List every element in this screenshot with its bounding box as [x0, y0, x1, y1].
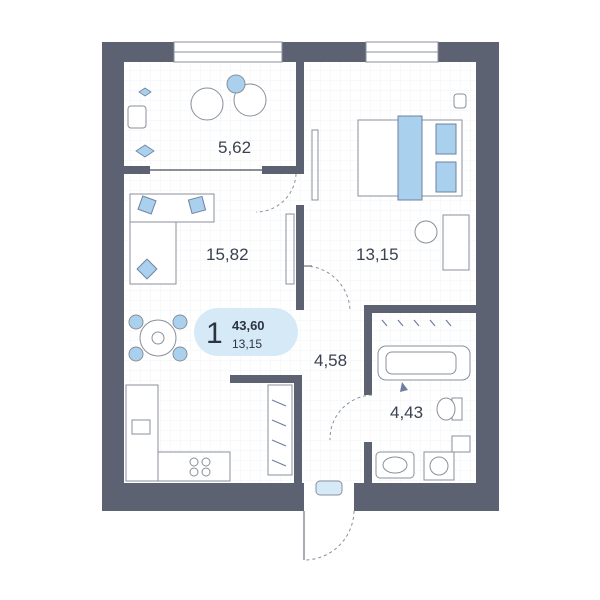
wardrobe-bedroom [311, 129, 319, 201]
total-area: 43,60 [232, 318, 265, 333]
room-area-balcony: 5,62 [218, 138, 251, 157]
sink [375, 451, 415, 479]
hanger-rail-bedroom [381, 319, 452, 327]
wardrobe-living [285, 213, 295, 285]
room-area-hallway: 4,58 [314, 351, 347, 370]
toilet [436, 397, 463, 421]
balcony-furniture [127, 74, 267, 129]
door-swings [255, 173, 373, 561]
kitchen-counter [125, 384, 231, 482]
room-area-bedroom: 13,15 [356, 245, 399, 264]
bed [357, 115, 463, 201]
room-area-living: 15,82 [206, 245, 249, 264]
laundry-basket [451, 435, 471, 453]
dining-table [128, 314, 188, 362]
shoe-mat [315, 480, 343, 496]
living-area: 13,15 [232, 337, 262, 351]
sofa [129, 193, 215, 285]
washing-machine [423, 451, 455, 481]
hallway-wardrobe [267, 384, 293, 476]
room-count: 1 [206, 317, 223, 350]
summary-badge: 1 43,60 13,15 [194, 308, 298, 356]
desk [414, 93, 470, 271]
interior-walls [124, 62, 476, 483]
plant-icon [135, 87, 155, 158]
towel-icon [400, 382, 408, 392]
window-balcony [173, 41, 283, 63]
room-area-bathroom: 4,43 [390, 403, 423, 422]
window-bedroom [365, 41, 439, 63]
bathtub [377, 345, 471, 381]
